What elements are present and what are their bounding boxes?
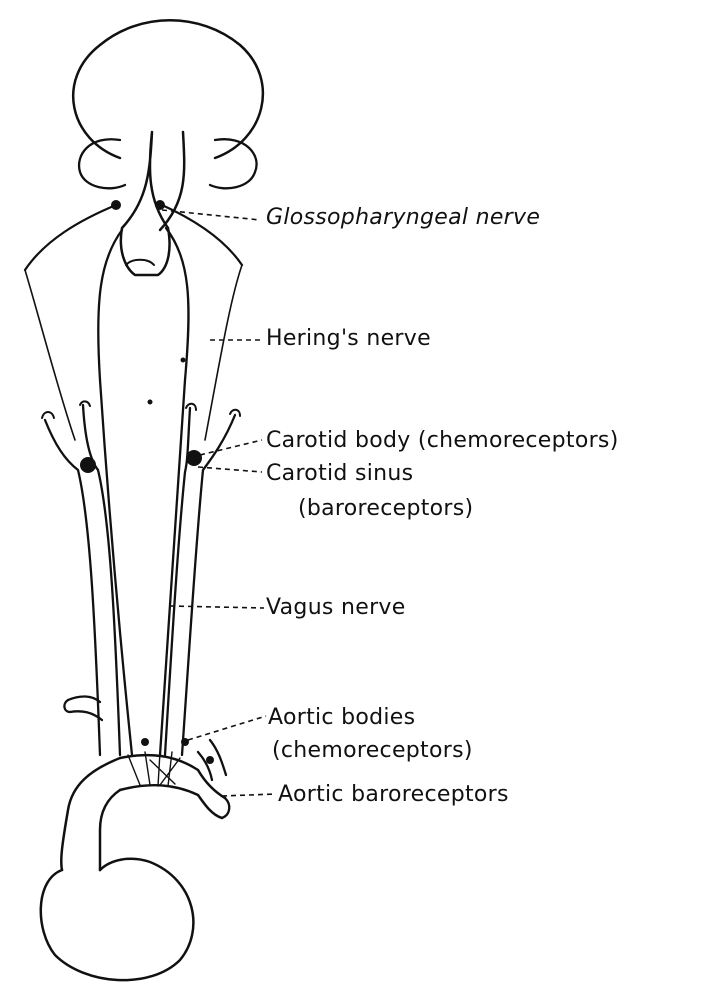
label-carotid-body: Carotid body (chemoreceptors) <box>266 430 619 452</box>
right-carotid-body <box>186 450 202 466</box>
dot <box>181 358 186 363</box>
dot <box>148 400 153 405</box>
label-aortic-bodies-chemoreceptors: (chemoreceptors) <box>272 740 473 762</box>
aortic-body <box>141 738 149 746</box>
medulla-base <box>126 260 154 265</box>
leader-carotid-body <box>200 440 262 455</box>
aortic-body <box>181 738 189 746</box>
label-aortic-baroreceptors: Aortic baroreceptors <box>278 784 509 806</box>
left-carotid-tip <box>42 412 54 418</box>
cerebellum-left <box>79 139 125 188</box>
brain <box>73 20 263 158</box>
outer-nerve-right <box>205 265 242 440</box>
leader-aortic-baroreceptors <box>222 794 276 796</box>
left-carotid-tip-2 <box>80 401 90 406</box>
glossopharyngeal-arch <box>25 205 116 270</box>
aortic-body <box>206 756 214 764</box>
aortic-bodies-network <box>128 752 180 786</box>
outer-nerve-left <box>25 270 75 440</box>
aortic-arch <box>61 758 120 870</box>
right-carotid-2 <box>182 415 235 755</box>
aortic-arch-inner <box>100 790 120 870</box>
cerebellum-right <box>210 139 257 188</box>
label-herings-nerve: Hering's nerve <box>266 328 431 350</box>
left-subclavian-cap <box>64 700 70 712</box>
aortic-arch-bottom <box>120 785 222 818</box>
left-subclavian <box>68 696 102 720</box>
label-carotid-sinus: Carotid sinus <box>266 463 413 485</box>
leader-carotid-sinus <box>198 467 262 472</box>
label-aortic-bodies: Aortic bodies <box>268 707 415 729</box>
left-carotid-body <box>80 457 96 473</box>
leader-aortic-bodies <box>188 716 266 740</box>
aortic-arch-cap <box>222 798 229 818</box>
leader-vagus <box>170 606 264 608</box>
label-carotid-sinus-baroreceptors: (baroreceptors) <box>298 498 473 520</box>
heart <box>41 859 194 980</box>
label-glossopharyngeal-nerve: Glossopharyngeal nerve <box>266 207 540 229</box>
label-vagus-nerve: Vagus nerve <box>266 597 406 619</box>
